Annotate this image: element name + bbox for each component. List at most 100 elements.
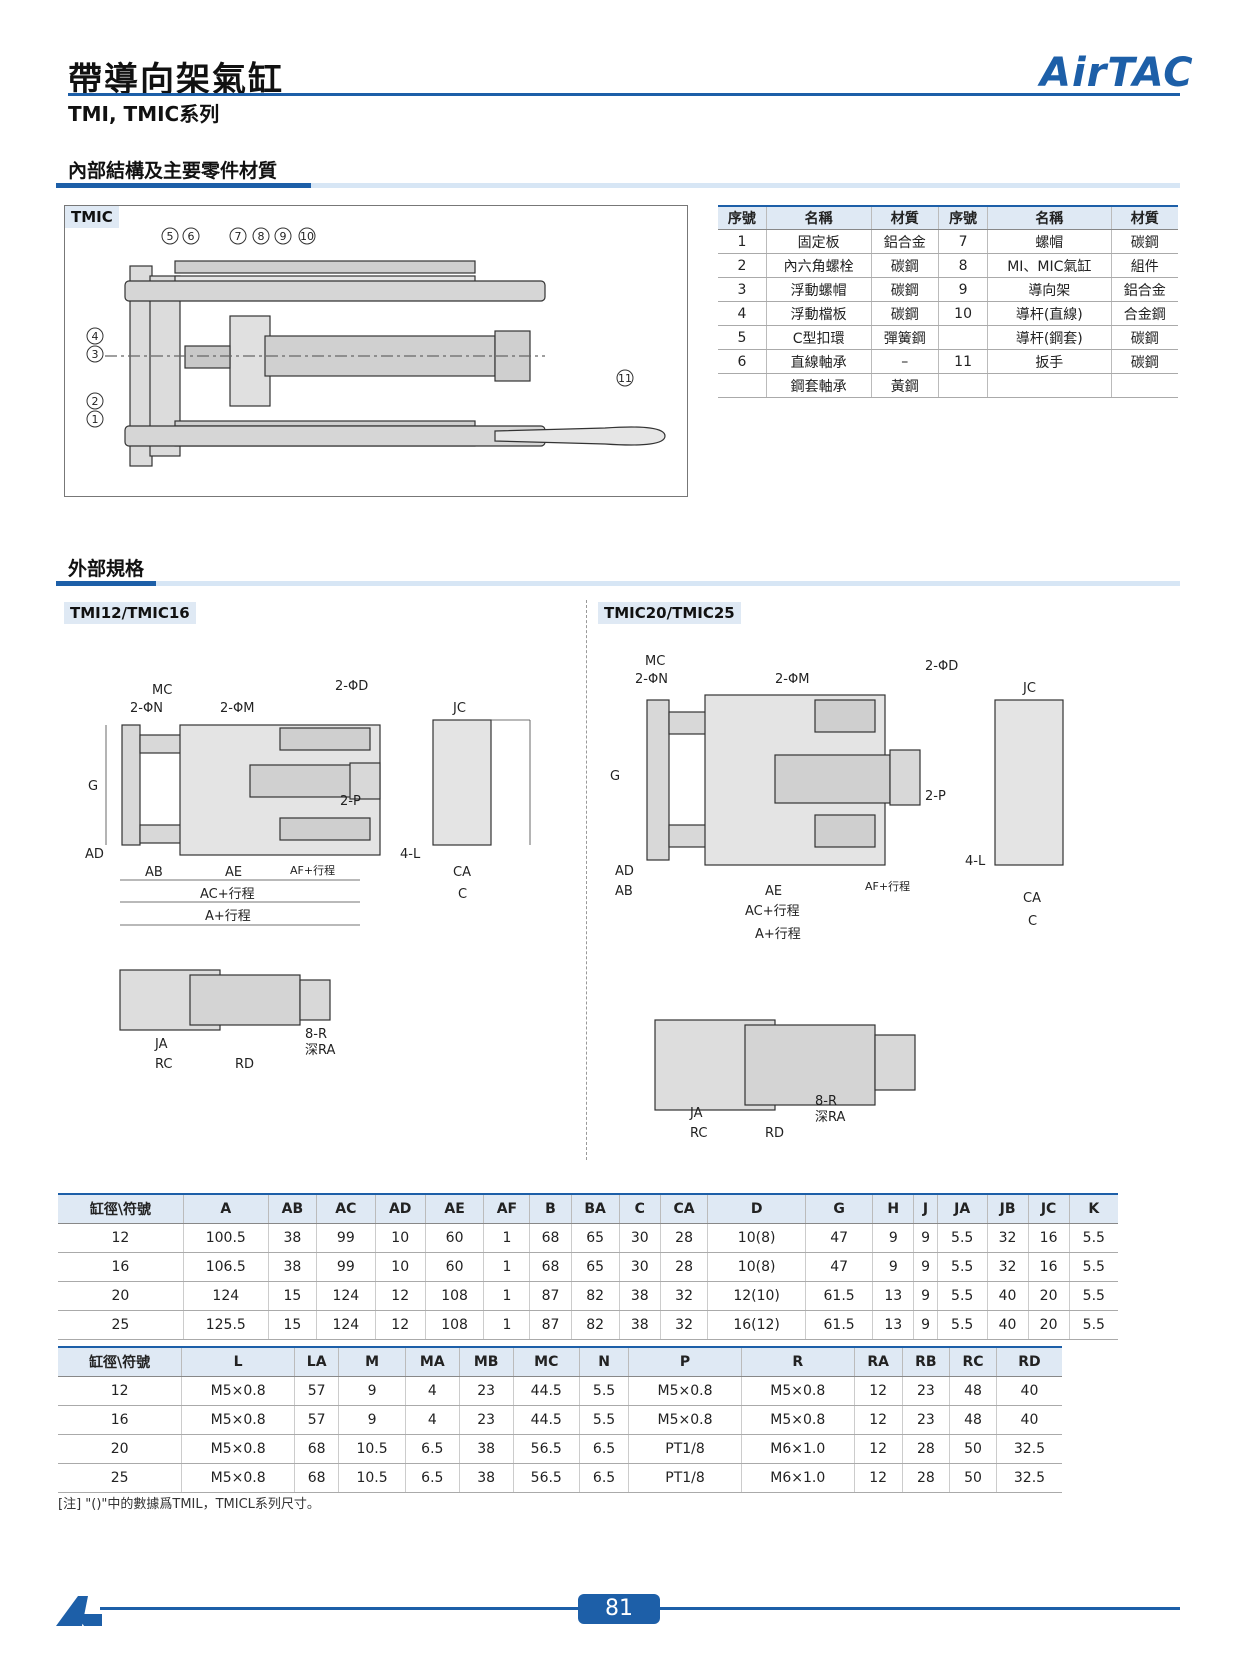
dim-c-r: C	[1028, 914, 1037, 929]
callout-3: 3	[92, 348, 99, 361]
parts-cell: C型扣環	[766, 325, 872, 350]
parts-header-cell: 序號	[718, 205, 767, 230]
parts-cell	[718, 373, 767, 398]
table-header-cell: C	[619, 1193, 661, 1224]
brand-logo: AirTAC	[1040, 50, 1194, 96]
table-cell: M5×0.8	[628, 1405, 742, 1435]
table-note: [注] "()"中的數據爲TMIL，TMICL系列尺寸。	[58, 1497, 320, 1512]
dim-g-r: G	[610, 769, 620, 784]
table-header-cell: MA	[405, 1346, 460, 1377]
table-cell: 9	[913, 1310, 938, 1340]
parts-cell: 鋁合金	[1111, 277, 1178, 302]
table-cell: 57	[294, 1376, 340, 1406]
dim-ra-r: 深RA	[815, 1110, 846, 1125]
table-cell: 12	[58, 1223, 184, 1253]
parts-cell: 導杆(鋼套)	[987, 325, 1112, 350]
footer-logo-icon	[56, 1596, 102, 1626]
table-cell: 48	[949, 1376, 997, 1406]
parts-cell: 碳鋼	[871, 253, 940, 278]
table-header-cell: MB	[459, 1346, 514, 1377]
dim-ja-r: JA	[689, 1106, 703, 1121]
table-cell: 12	[58, 1376, 183, 1406]
dim-n-r: 2-ΦN	[635, 672, 668, 687]
parts-cell: 螺帽	[987, 229, 1112, 254]
panel-label-tmi12: TMI12/TMIC16	[64, 602, 196, 624]
dim-d: 2-ΦD	[335, 679, 368, 694]
dim-r: 8-R	[305, 1027, 327, 1042]
section-rule	[56, 581, 1180, 586]
table-cell: 47	[805, 1223, 874, 1253]
parts-cell: 浮動螺帽	[766, 277, 872, 302]
table-cell: 68	[529, 1252, 572, 1282]
dim-m: 2-ΦM	[220, 701, 254, 716]
table-cell: 32	[987, 1223, 1029, 1253]
table-cell: 28	[902, 1463, 951, 1493]
table-cell: 6.5	[405, 1434, 460, 1464]
parts-cell: 碳鋼	[1111, 229, 1178, 254]
table-header-cell: JC	[1028, 1193, 1070, 1224]
dim-ad: AD	[85, 847, 104, 862]
table-cell: 38	[268, 1223, 318, 1253]
parts-row: 鋼套軸承黃鋼	[718, 373, 1178, 398]
dim-rc: RC	[155, 1057, 172, 1072]
table-cell: 16	[1028, 1252, 1070, 1282]
table-header-cell: JA	[937, 1193, 988, 1224]
table-header-cell: G	[805, 1193, 874, 1224]
table-header-cell: RC	[949, 1346, 997, 1377]
callout-9: 9	[280, 230, 287, 243]
table-cell: 5.5	[937, 1281, 988, 1311]
parts-cell: 彈簧鋼	[871, 325, 940, 350]
dim-ja: JA	[154, 1037, 168, 1052]
table-cell: 124	[316, 1281, 376, 1311]
table-cell: 28	[660, 1252, 709, 1282]
table-cell: 40	[996, 1376, 1062, 1406]
table-cell: 9	[913, 1281, 938, 1311]
table-cell: M5×0.8	[181, 1376, 296, 1406]
table-cell: 20	[58, 1281, 184, 1311]
table-cell: 1	[483, 1223, 531, 1253]
parts-cell: 碳鋼	[871, 301, 940, 326]
dim-rc-r: RC	[690, 1126, 707, 1140]
table-header-cell: RB	[902, 1346, 951, 1377]
dim-d-r: 2-ΦD	[925, 659, 958, 674]
table-header-cell: B	[529, 1193, 572, 1224]
table-cell: 60	[425, 1252, 485, 1282]
table-cell: 65	[571, 1223, 620, 1253]
table-header-cell: D	[707, 1193, 806, 1224]
dim-jc: JC	[452, 701, 466, 716]
table-cell: 30	[619, 1223, 661, 1253]
table-cell: 82	[571, 1281, 620, 1311]
table-cell: 61.5	[805, 1281, 874, 1311]
parts-cell: 內六角螺栓	[766, 253, 872, 278]
table-header-cell: CA	[660, 1193, 709, 1224]
table-cell: 9	[872, 1252, 915, 1282]
parts-header-cell: 材質	[871, 205, 940, 230]
table-cell: 30	[619, 1252, 661, 1282]
table-cell: 108	[425, 1310, 485, 1340]
table-cell: 9	[872, 1223, 915, 1253]
table-header-cell: LA	[294, 1346, 340, 1377]
table-header-cell: AE	[425, 1193, 485, 1224]
page-subtitle: TMI, TMIC系列	[68, 102, 220, 126]
table-cell: 9	[913, 1252, 938, 1282]
table-header-cell: L	[181, 1346, 296, 1377]
table-cell: 40	[996, 1405, 1062, 1435]
table-cell: 6.5	[579, 1463, 630, 1493]
parts-cell: 2	[718, 253, 767, 278]
table-cell: 5.5	[1069, 1223, 1118, 1253]
dim-c: C	[458, 887, 467, 902]
section-rule-accent	[56, 581, 156, 586]
table-cell: 50	[949, 1434, 997, 1464]
dimension-drawing-large: MC 2-ΦN 2-ΦM 2-ΦD G 2-P AD AB AE AF+行程 A…	[610, 654, 1064, 1140]
table-cell: 38	[619, 1281, 661, 1311]
table-cell: 56.5	[513, 1434, 580, 1464]
table-cell: 56.5	[513, 1463, 580, 1493]
dim-ac: AC+行程	[200, 887, 255, 902]
table-cell: 28	[660, 1223, 709, 1253]
